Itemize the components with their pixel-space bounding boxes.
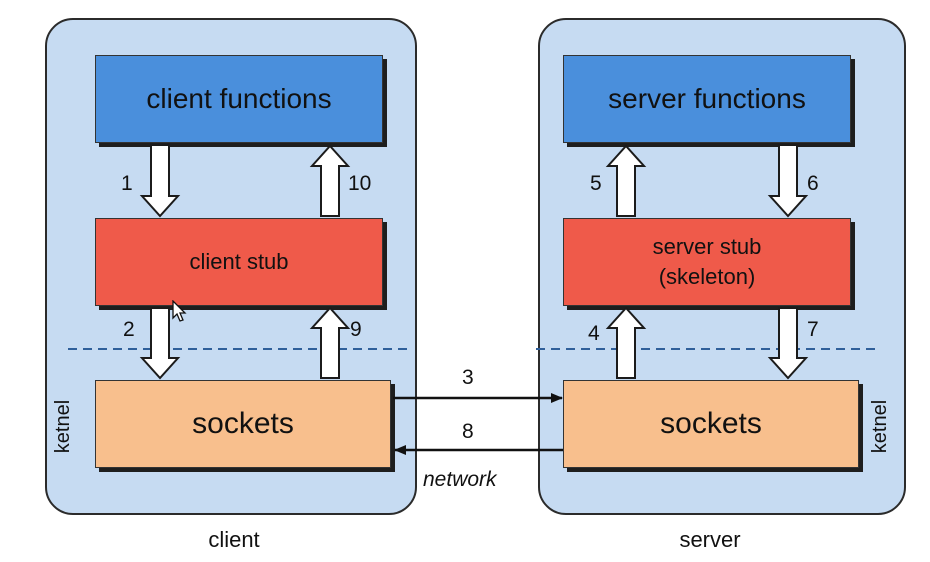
step-label-9: 9 [350, 318, 362, 341]
server-functions-box: server functions [563, 55, 851, 143]
arrow-6 [767, 144, 809, 218]
step-label-3: 3 [462, 366, 474, 389]
arrow-7 [767, 307, 809, 380]
server-caption: server [679, 527, 741, 552]
step-label-4: 4 [588, 322, 600, 345]
mouse-cursor-icon [172, 300, 187, 322]
step-label-2: 2 [123, 318, 135, 341]
step-label-10: 10 [348, 172, 372, 195]
server-stub-box: server stub (skeleton) [563, 218, 851, 306]
server-sockets-label: sockets [660, 407, 762, 440]
server-kernel-label: ketnel [869, 399, 892, 454]
step-label-7: 7 [807, 318, 819, 341]
step-label-6: 6 [807, 172, 819, 195]
arrow-9 [309, 306, 351, 379]
arrow-2 [139, 307, 181, 380]
client-stub-label: client stub [189, 249, 289, 274]
network-label: network [423, 468, 497, 491]
server-sockets-box: sockets [563, 380, 859, 468]
client-kernel-label: ketnel [52, 399, 75, 454]
arrow-10 [309, 144, 351, 217]
step-label-8: 8 [462, 420, 474, 443]
client-stub-box: client stub [95, 218, 383, 306]
arrow-4 [605, 306, 647, 379]
client-functions-label: client functions [146, 83, 332, 114]
client-functions-box: client functions [95, 55, 383, 143]
client-sockets-box: sockets [95, 380, 391, 468]
step-label-5: 5 [590, 172, 602, 195]
server-functions-label: server functions [608, 83, 806, 114]
arrow-1 [139, 144, 181, 218]
client-sockets-label: sockets [192, 407, 294, 440]
arrow-5 [605, 144, 647, 217]
server-stub-label: server stub (skeleton) [652, 234, 762, 289]
client-caption: client [208, 527, 260, 552]
step-label-1: 1 [121, 172, 133, 195]
